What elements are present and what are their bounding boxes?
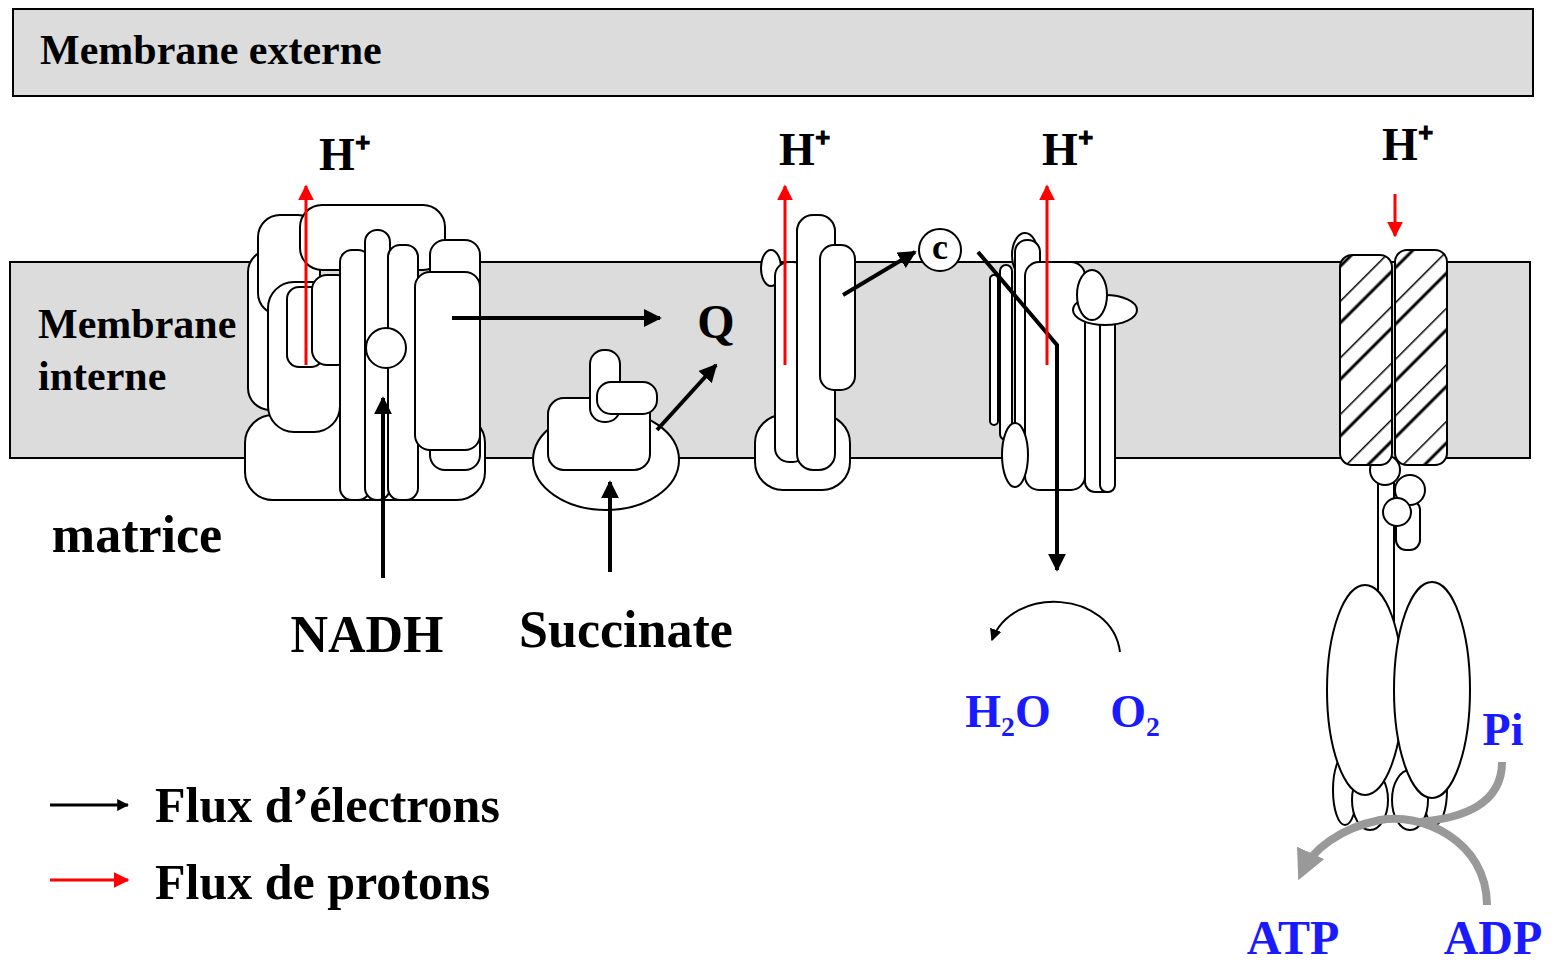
band-label: Membrane interne bbox=[38, 298, 250, 402]
node-letter: c bbox=[932, 229, 948, 265]
product-label: ATP bbox=[1247, 914, 1339, 962]
band-label: Membrane externe bbox=[40, 29, 540, 71]
substrate-label: NADH bbox=[290, 609, 443, 661]
substrate-label: ADP bbox=[1444, 914, 1543, 962]
inner-membrane-band: Membrane internec bbox=[10, 262, 1530, 458]
cytochrome-c-circle: c bbox=[918, 228, 962, 272]
proton-label: H⁺ bbox=[319, 132, 371, 178]
substrate-label: O₂ bbox=[1110, 689, 1160, 735]
legend-text: Flux de protons bbox=[155, 857, 490, 907]
compartment-label: matrice bbox=[52, 509, 222, 561]
product-label: H₂O bbox=[965, 689, 1050, 735]
proton-label: H⁺ bbox=[1042, 127, 1094, 173]
proton-label: H⁺ bbox=[1382, 122, 1434, 168]
quinone-label: Q bbox=[697, 298, 734, 346]
proton-label: H⁺ bbox=[779, 127, 831, 173]
substrate-label: Succinate bbox=[519, 604, 733, 656]
substrate-label: Pi bbox=[1483, 707, 1524, 753]
legend-text: Flux d’électrons bbox=[155, 780, 500, 830]
outer-membrane-band: Membrane externe bbox=[13, 9, 1533, 96]
